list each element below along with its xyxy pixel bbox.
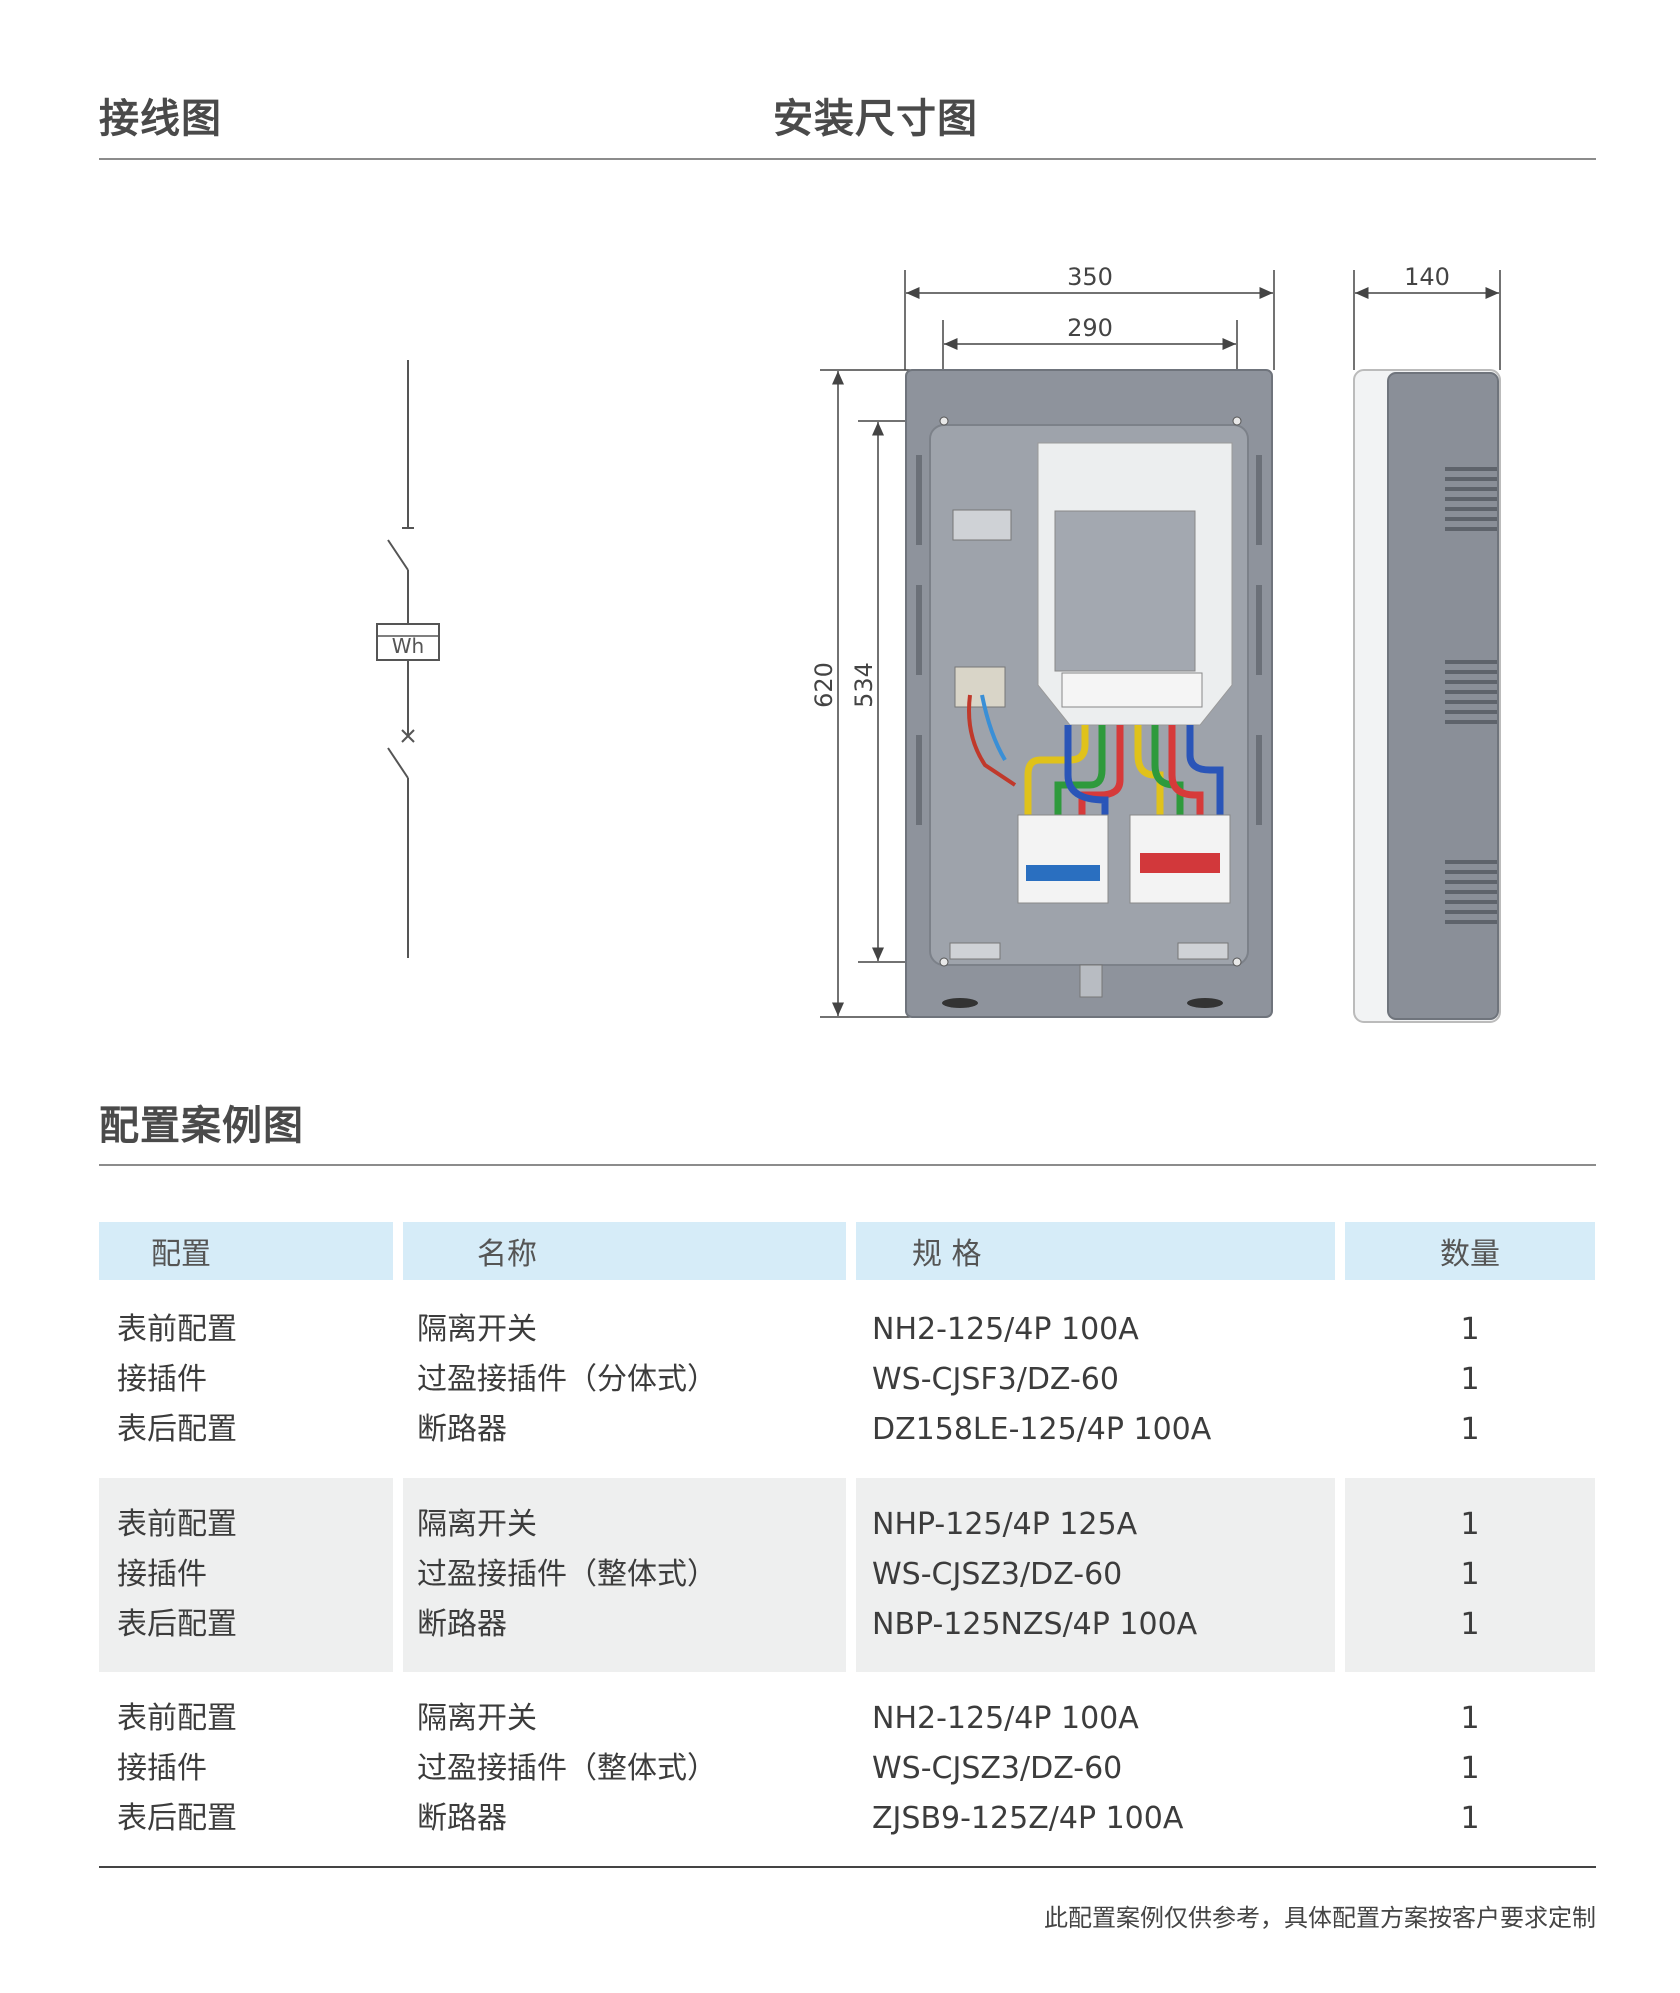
table-bottom-rule bbox=[99, 1866, 1596, 1868]
table-cell: 过盈接插件（整体式） bbox=[417, 1557, 717, 1592]
dim-width-350: 350 bbox=[1067, 263, 1113, 291]
group1-spec-col: NH2-125/4P 100A WS-CJSF3/DZ-60 DZ158LE-1… bbox=[856, 1305, 1335, 1455]
config-example-title: 配置案例图 bbox=[99, 1103, 304, 1149]
table-cell: 断路器 bbox=[417, 1801, 507, 1836]
table-cell: 1 bbox=[1460, 1312, 1480, 1347]
group3-spec-col: NH2-125/4P 100A WS-CJSZ3/DZ-60 ZJSB9-125… bbox=[856, 1694, 1335, 1844]
table-cell: 接插件 bbox=[117, 1751, 207, 1786]
install-dimension-title: 安装尺寸图 bbox=[773, 96, 978, 142]
table-cell: WS-CJSF3/DZ-60 bbox=[872, 1362, 1119, 1397]
table-cell: NBP-125NZS/4P 100A bbox=[872, 1607, 1198, 1642]
group3-qty-col: 1 1 1 bbox=[1345, 1694, 1595, 1844]
table-cell: 断路器 bbox=[417, 1412, 507, 1447]
top-divider bbox=[99, 158, 1596, 160]
table-cell: 过盈接插件（整体式） bbox=[417, 1751, 717, 1786]
group2-config-col: 表前配置 接插件 表后配置 bbox=[99, 1500, 393, 1650]
group2-bg-qty bbox=[1345, 1478, 1595, 1672]
table-cell: WS-CJSZ3/DZ-60 bbox=[872, 1557, 1123, 1592]
table-cell: 接插件 bbox=[117, 1557, 207, 1592]
group2-qty-col: 1 1 1 bbox=[1345, 1500, 1595, 1650]
group2-bg-spec bbox=[856, 1478, 1335, 1672]
table-cell: WS-CJSZ3/DZ-60 bbox=[872, 1751, 1123, 1786]
table-cell: 接插件 bbox=[117, 1362, 207, 1397]
install-dimension-drawing: 350 290 140 620 534 bbox=[810, 263, 1501, 1023]
dim-width-290: 290 bbox=[1067, 314, 1113, 342]
group1-config-col: 表前配置 接插件 表后配置 bbox=[99, 1305, 393, 1455]
table-cell: NHP-125/4P 125A bbox=[872, 1507, 1138, 1542]
table-cell: 1 bbox=[1460, 1751, 1480, 1786]
enclosure-front-view bbox=[905, 369, 1273, 1018]
table-cell: DZ158LE-125/4P 100A bbox=[872, 1412, 1212, 1447]
header-name: 名称 bbox=[403, 1222, 846, 1280]
table-cell: 1 bbox=[1460, 1557, 1480, 1592]
dim-height-620: 620 bbox=[810, 662, 838, 708]
table-cell: 隔离开关 bbox=[417, 1312, 537, 1347]
table-cell: ZJSB9-125Z/4P 100A bbox=[872, 1801, 1184, 1836]
table-cell: 1 bbox=[1460, 1362, 1480, 1397]
table-cell: 1 bbox=[1460, 1412, 1480, 1447]
dim-depth-140: 140 bbox=[1404, 263, 1450, 291]
group1-name-col: 隔离开关 过盈接插件（分体式） 断路器 bbox=[403, 1305, 846, 1455]
group2-spec-col: NHP-125/4P 125A WS-CJSZ3/DZ-60 NBP-125NZ… bbox=[856, 1500, 1335, 1650]
table-cell: 隔离开关 bbox=[417, 1701, 537, 1736]
enclosure-side-view bbox=[1353, 369, 1501, 1023]
table-cell: 表前配置 bbox=[117, 1507, 237, 1542]
group3-config-col: 表前配置 接插件 表后配置 bbox=[99, 1694, 393, 1844]
header-qty: 数量 bbox=[1345, 1222, 1595, 1280]
config-divider bbox=[99, 1164, 1596, 1166]
table-cell: 表后配置 bbox=[117, 1607, 237, 1642]
table-cell: NH2-125/4P 100A bbox=[872, 1701, 1139, 1736]
table-cell: 1 bbox=[1460, 1607, 1480, 1642]
table-cell: 表后配置 bbox=[117, 1412, 237, 1447]
table-cell: 表后配置 bbox=[117, 1801, 237, 1836]
group2-bg-config bbox=[99, 1478, 393, 1672]
dim-height-534: 534 bbox=[850, 662, 878, 708]
table-cell: 1 bbox=[1460, 1507, 1480, 1542]
table-cell: 表前配置 bbox=[117, 1701, 237, 1736]
wiring-diagram-title: 接线图 bbox=[99, 96, 222, 142]
table-cell: 表前配置 bbox=[117, 1312, 237, 1347]
table-cell: 1 bbox=[1460, 1801, 1480, 1836]
header-spec: 规 格 bbox=[856, 1222, 1335, 1280]
group1-qty-col: 1 1 1 bbox=[1345, 1305, 1595, 1455]
wiring-diagram: Wh bbox=[376, 360, 440, 958]
table-cell: 1 bbox=[1460, 1701, 1480, 1736]
group2-bg-name bbox=[403, 1478, 846, 1672]
group3-name-col: 隔离开关 过盈接插件（整体式） 断路器 bbox=[403, 1694, 846, 1844]
table-cell: 隔离开关 bbox=[417, 1507, 537, 1542]
table-cell: 过盈接插件（分体式） bbox=[417, 1362, 717, 1397]
group2-name-col: 隔离开关 过盈接插件（整体式） 断路器 bbox=[403, 1500, 846, 1650]
meter-label: Wh bbox=[392, 634, 424, 658]
header-config: 配置 bbox=[99, 1222, 393, 1280]
table-cell: NH2-125/4P 100A bbox=[872, 1312, 1139, 1347]
footnote: 此配置案例仅供参考，具体配置方案按客户要求定制 bbox=[1044, 1904, 1596, 1932]
table-cell: 断路器 bbox=[417, 1607, 507, 1642]
